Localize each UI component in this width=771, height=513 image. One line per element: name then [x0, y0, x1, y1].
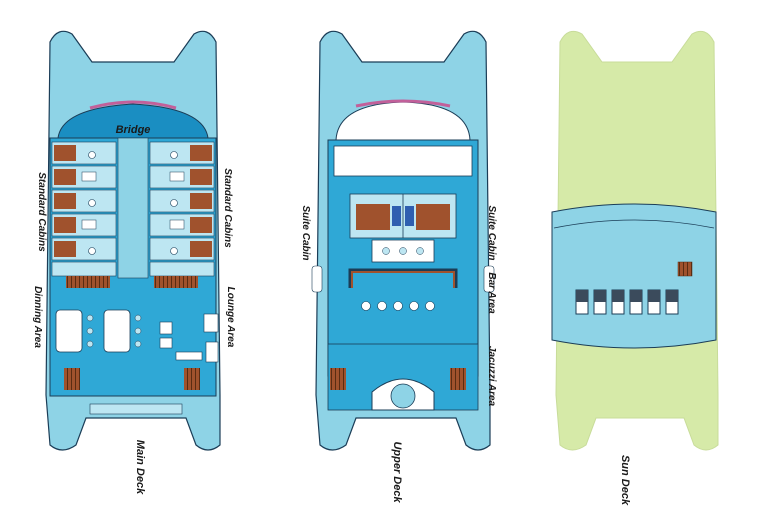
main-deck-aft-planks-left: [64, 368, 80, 390]
upper-deck-suite-cabins: [349, 193, 457, 239]
upper-deck: [311, 30, 495, 451]
sun-deck-loungers: [575, 289, 679, 315]
main-standard-cabins-left-label: Standard Cabins: [36, 172, 47, 252]
main-deck-stairs-right: [154, 276, 198, 288]
bridge-label: Bridge: [116, 124, 151, 136]
upper-deck-title: Upper Deck: [391, 441, 403, 503]
main-deck-walkway: [89, 403, 183, 415]
main-deck-title: Main Deck: [134, 440, 146, 495]
upper-deck-aft-planks-right: [450, 368, 466, 390]
main-deck-stairs-left: [66, 276, 110, 288]
main-deck: [45, 30, 221, 451]
upper-bar-area-label: Bar Area: [486, 272, 497, 314]
main-dining-area-label: Dinning Area: [32, 286, 43, 348]
main-deck-left-cabins: [51, 141, 117, 277]
main-deck-lounge-furniture: [159, 313, 219, 363]
main-deck-dining-tables: [55, 309, 142, 353]
sun-deck: [551, 30, 719, 451]
upper-suite-cabin-right-label: Suite Cabin: [486, 205, 497, 260]
sun-deck-hatch: [677, 261, 693, 277]
main-deck-bridge: [57, 103, 209, 139]
main-lounge-area-label: Lounge Area: [225, 287, 236, 348]
main-deck-right-cabins: [149, 141, 215, 277]
main-deck-aft-planks-right: [184, 368, 200, 390]
upper-jacuzzi-area-label: Jacuzzi Area: [486, 346, 497, 407]
upper-deck-bar: [348, 239, 458, 311]
main-standard-cabins-right-label: Standard Cabins: [222, 168, 233, 248]
sun-deck-title: Sun Deck: [619, 455, 631, 506]
upper-deck-aft-planks-left: [330, 368, 346, 390]
upper-suite-cabin-left-label: Suite Cabin: [300, 205, 311, 260]
